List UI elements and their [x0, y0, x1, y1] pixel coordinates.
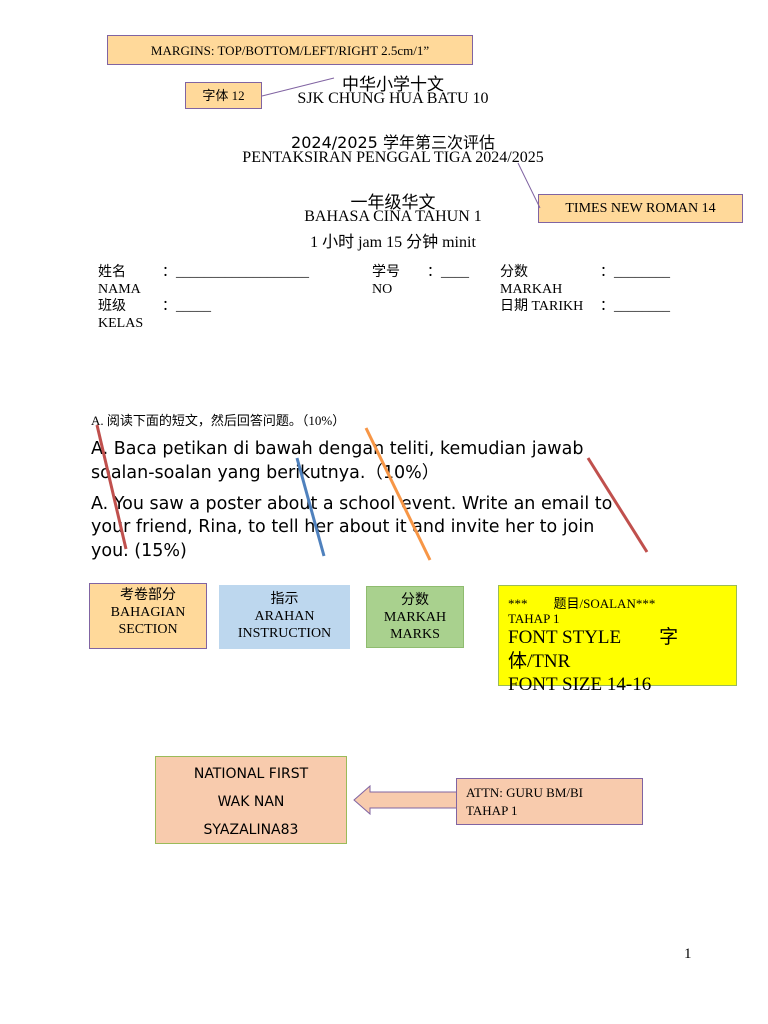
attention-note-line-2: TAHAP 1 [466, 803, 518, 818]
number-label-chinese: 学号 [372, 265, 400, 280]
margins-note: MARGINS: TOP/BOTTOM/LEFT/RIGHT 2.5cm/1” [107, 35, 473, 65]
legend-instruction-english: INSTRUCTION [237, 626, 332, 641]
exam-title-chinese: 2024/2025 学年第三次评估 [291, 133, 495, 152]
marks-field[interactable]: ：________ [600, 265, 670, 280]
legend-instruction-malay: ARAHAN [254, 609, 315, 624]
legend-marks-english: MARKS [390, 627, 440, 642]
legend-instruction-chinese: 指示 [270, 592, 299, 607]
legend-section-english: SECTION [118, 622, 178, 637]
attention-note-line-1: ATTN: GURU BM/BI [466, 785, 584, 800]
subject: BAHASA CINA TAHUN 1 [304, 208, 482, 225]
font-size-note: 字体 12 [185, 82, 262, 109]
marks-label: MARKAH [500, 282, 563, 297]
name-label-chinese: 姓名 [98, 265, 126, 280]
instruction-english-line-3: you. (15%) [91, 541, 187, 561]
subject-chinese: 一年级华文 [350, 193, 436, 213]
class-field[interactable]: ：_____ [162, 299, 211, 314]
legend-section-malay: BAHAGIAN [110, 605, 186, 620]
question-style-note: *** 题目/SOALAN*** TAHAP 1 FONT STYLE 字体/T… [498, 585, 737, 695]
legend-instruction: 指示 ARAHAN INSTRUCTION [219, 585, 350, 649]
legend-marks: 分数 MARKAH MARKS [366, 586, 464, 648]
question-style-note-level: TAHAP 1 [508, 611, 560, 626]
instruction-chinese: A. 阅读下面的短文，然后回答问题。（10%） [91, 413, 346, 428]
question-style-note-font-style: FONT STYLE 字体/TNR [508, 627, 679, 672]
credit-line-1: NATIONAL FIRST [193, 766, 309, 782]
number-field[interactable]: ：____ [427, 265, 469, 280]
page-number: 1 [684, 946, 692, 962]
credit-line-3: SYAZALINA83 [203, 822, 299, 838]
duration: 1 小时 jam 15 分钟 minit [310, 234, 476, 251]
school-name: SJK CHUNG HUA BATU 10 [297, 90, 489, 107]
class-label-chinese: 班级 [98, 299, 126, 314]
question-style-note-heading: *** 题目/SOALAN*** [508, 596, 656, 611]
credit-line-2: WAK NAN [217, 794, 285, 810]
left-arrow-icon [353, 784, 459, 816]
school-name-chinese: 中华小学十文 [342, 75, 444, 95]
name-label: NAMA [98, 282, 141, 297]
legend-marks-chinese: 分数 [401, 593, 429, 608]
class-label: KELAS [98, 316, 144, 331]
number-label: NO [372, 282, 393, 297]
date-label: 日期 TARIKH [500, 299, 584, 314]
name-field[interactable]: ：___________________ [162, 265, 309, 280]
question-style-note-font-size: FONT SIZE 14-16 [508, 674, 652, 695]
legend-marks-malay: MARKAH [383, 610, 447, 625]
marks-label-chinese: 分数 [500, 265, 528, 280]
date-field[interactable]: ：________ [600, 299, 670, 314]
instruction-english-line-2: your friend, Rina, to tell her about it … [91, 517, 595, 537]
legend-section-chinese: 考卷部分 [120, 588, 176, 603]
legend-section: 考卷部分 BAHAGIAN SECTION [89, 583, 207, 649]
exam-title: PENTAKSIRAN PENGGAL TIGA 2024/2025 [242, 149, 544, 166]
font-style-note: TIMES NEW ROMAN 14 [538, 194, 743, 223]
credit-box: NATIONAL FIRST WAK NAN SYAZALINA83 [155, 756, 347, 844]
instruction-malay-line-2: soalan-soalan yang berikutnya.（10%） [91, 463, 440, 483]
instruction-malay-line-1: A. Baca petikan di bawah dengan teliti, … [91, 439, 584, 459]
instruction-english-line-1: A. You saw a poster about a school event… [91, 494, 613, 514]
attention-note: ATTN: GURU BM/BI TAHAP 1 [456, 778, 643, 825]
